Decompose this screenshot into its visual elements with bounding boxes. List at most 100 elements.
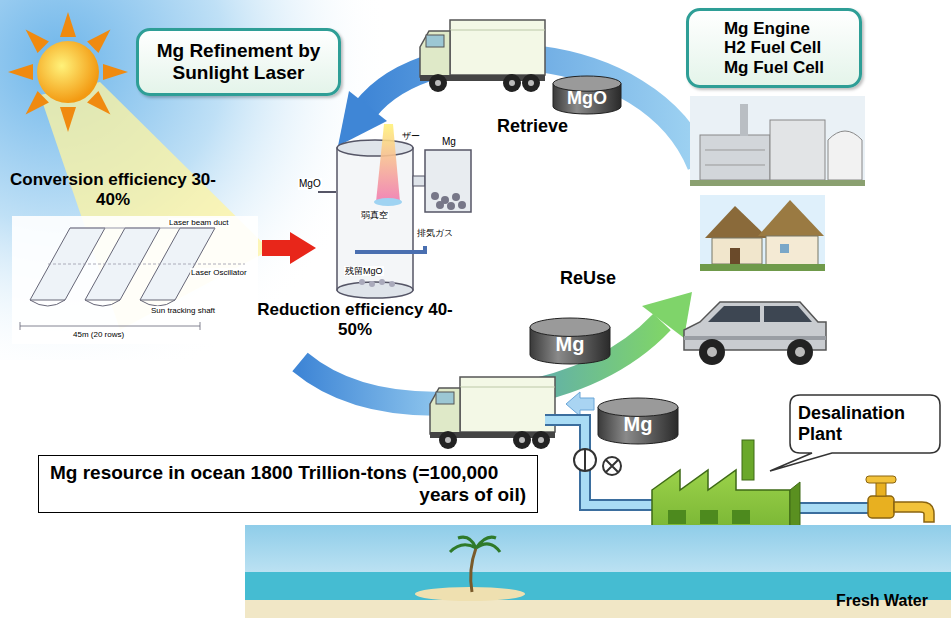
flow-label: Retrieve [497, 116, 568, 137]
laser-reactor [337, 148, 413, 290]
ocean-scene [450, 537, 500, 552]
factory [668, 510, 686, 524]
note-box: Mg resource in ocean 1800 Trillion-tons … [38, 455, 538, 513]
ocean-scene [245, 525, 951, 618]
title-box: Mg Refinement by Sunlight Laser [136, 28, 341, 96]
solar-laser-array [20, 322, 21, 330]
sun [87, 24, 116, 53]
part-label: Laser beam duct [168, 218, 230, 227]
part-label: ザー [401, 131, 421, 141]
truck-top [420, 20, 545, 92]
truck-bottom [430, 377, 555, 449]
laser-reactor [389, 281, 395, 287]
node-text: Mg Fuel Cell [724, 58, 824, 78]
sun [37, 41, 99, 103]
houses [780, 244, 789, 253]
factory [700, 510, 718, 524]
sun [20, 91, 49, 120]
solar-laser-array [20, 326, 200, 327]
sun [103, 64, 128, 80]
power-plant [828, 131, 862, 180]
suv-car [707, 347, 717, 357]
solar-laser-array [12, 216, 258, 344]
text-group: Desalination Plant [798, 403, 932, 444]
power-plant [690, 180, 865, 186]
houses [712, 238, 762, 264]
node-text: Mg Refinement by Sunlight Laser [146, 40, 331, 84]
part-label: 残留MgO [344, 266, 384, 276]
laser-reactor [452, 193, 460, 201]
sun [60, 12, 76, 37]
truck-top [420, 20, 545, 92]
power-plant [690, 96, 865, 186]
suv-car [684, 302, 826, 365]
laser-reactor [447, 202, 455, 210]
valves [574, 449, 596, 471]
solar-laser-array [48, 264, 245, 265]
laser-reactor [369, 281, 375, 287]
valves [606, 460, 618, 472]
feed-arrow [262, 232, 316, 264]
laser-reactor [359, 279, 365, 285]
houses [700, 195, 825, 271]
faucet [876, 482, 886, 496]
feed-arrow [262, 232, 316, 264]
power-plant [700, 135, 770, 180]
laser-reactor [355, 246, 425, 252]
sun [87, 91, 116, 120]
cylinder-tank: MgO [553, 76, 621, 114]
flow-label: ReUse [560, 268, 616, 289]
faucet [868, 496, 894, 518]
factory [742, 440, 754, 480]
laser-reactor [413, 176, 425, 186]
laser-reactor [318, 124, 471, 298]
efficiency-label: Reduction efficiency 40-50% [250, 300, 460, 339]
suv-car [795, 347, 805, 357]
laser-reactor [376, 124, 400, 202]
laser-reactor [458, 201, 466, 209]
part-label: 弱真空 [360, 210, 389, 220]
houses [700, 195, 825, 271]
node-text: Desalination Plant [798, 403, 932, 444]
node-text: Mg [556, 333, 585, 356]
dimension-label: 45m (20 rows) [72, 330, 125, 339]
callout-shape [770, 395, 940, 471]
sun [8, 12, 128, 132]
power-plant [770, 120, 825, 180]
text-group: Mg Refinement by Sunlight Laser [146, 40, 331, 84]
valves [584, 449, 586, 471]
solar-laser-array [12, 216, 258, 344]
laser-reactor [318, 191, 336, 193]
power-plant [705, 150, 765, 151]
laser-reactor [374, 198, 402, 206]
node-text: Mg Engine [724, 19, 824, 39]
part-label: Mg [441, 136, 457, 148]
text-group: Mg [624, 407, 653, 436]
ocean-scene [471, 548, 476, 592]
faucet [894, 502, 934, 522]
suv-car [787, 339, 813, 365]
faucet [866, 476, 896, 483]
truck-bottom [430, 377, 555, 449]
small-arrow [566, 392, 594, 416]
sun [8, 64, 33, 80]
houses [700, 264, 825, 271]
cylinder-tank: Mg [530, 318, 610, 364]
suv-car [708, 306, 760, 322]
text-group: Mg [556, 327, 585, 356]
small-arrow [566, 392, 594, 416]
houses [730, 248, 740, 264]
power-plant [690, 96, 865, 186]
pipe [795, 504, 872, 512]
solar-laser-array [70, 228, 215, 229]
title-box: Mg EngineH2 Fuel CellMg Fuel Cell [686, 8, 862, 88]
node-text: H2 Fuel Cell [724, 38, 824, 58]
laser-reactor [379, 279, 385, 285]
laser-reactor [431, 192, 439, 200]
laser-reactor [337, 282, 413, 298]
sun [20, 24, 49, 53]
suv-car [684, 336, 826, 340]
factory [732, 510, 750, 524]
part-label: Laser Oscillator [190, 268, 248, 277]
